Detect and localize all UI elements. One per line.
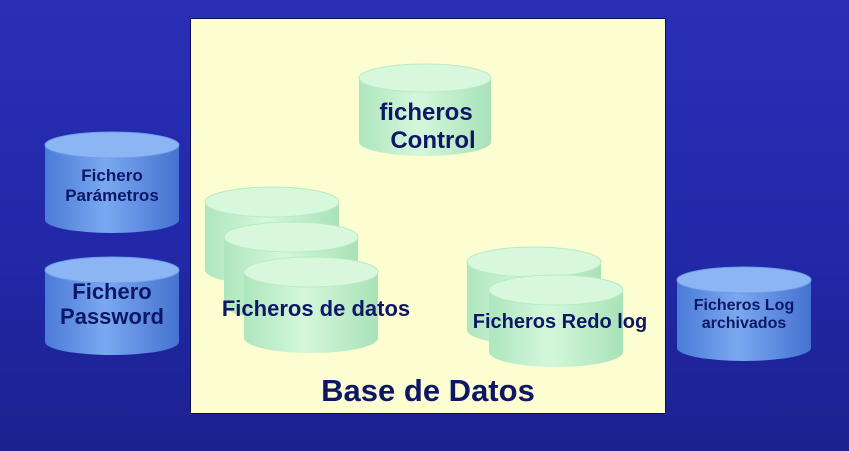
parameter-file-cylinder [44, 131, 180, 233]
redo-log-cylinder-front [488, 274, 624, 367]
password-file-label-line1: Fichero [72, 279, 152, 304]
data-files-label: Ficheros de datos [221, 296, 411, 321]
database-title: Base de Datos [321, 373, 535, 408]
archived-logs-label: Ficheros Log archivados [677, 297, 811, 334]
parameter-file-label-line2: Parámetros [65, 185, 159, 205]
control-files-label: ficheros Control [355, 99, 497, 154]
password-file-label-line2: Password [60, 304, 164, 330]
archived-logs-cylinder [676, 266, 812, 361]
archived-logs-label-line1: Ficheros Log [693, 297, 795, 314]
parameter-file-label-line1: Fichero [81, 166, 143, 185]
password-file-label: Fichero Password [45, 279, 179, 330]
control-file-cylinder [358, 63, 492, 156]
archived-logs-label-line2: archivados [701, 315, 787, 333]
password-file-cylinder [44, 256, 180, 355]
control-files-label-line1: ficheros [379, 99, 473, 126]
redo-log-label: Ficheros Redo log [472, 311, 648, 333]
data-file-cylinder-front [243, 256, 379, 353]
control-files-label-line2: Control [390, 126, 476, 154]
parameter-file-label: Fichero Parámetros [45, 166, 179, 205]
